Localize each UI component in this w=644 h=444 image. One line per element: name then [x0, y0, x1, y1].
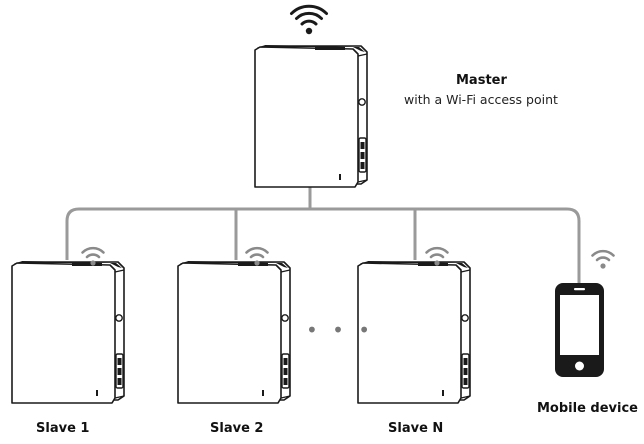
master-title: Master [456, 73, 507, 88]
connection-lines [65, 186, 581, 283]
slave-n-label: Slave N [388, 421, 444, 436]
slave-2-device [177, 260, 291, 404]
more-slaves-ellipsis: • • • [306, 318, 375, 342]
slave-1-device [11, 260, 125, 404]
slave-n-device [357, 260, 471, 404]
master-subtitle: with a Wi-Fi access point [404, 92, 558, 107]
smartphone-icon [555, 283, 604, 377]
slave-1-label: Slave 1 [36, 421, 90, 436]
master-device [254, 44, 368, 188]
slave-2-label: Slave 2 [210, 421, 264, 436]
wifi-icon [290, 4, 328, 35]
mobile-device-label: Mobile device [537, 401, 639, 416]
wifi-icon [591, 249, 615, 270]
